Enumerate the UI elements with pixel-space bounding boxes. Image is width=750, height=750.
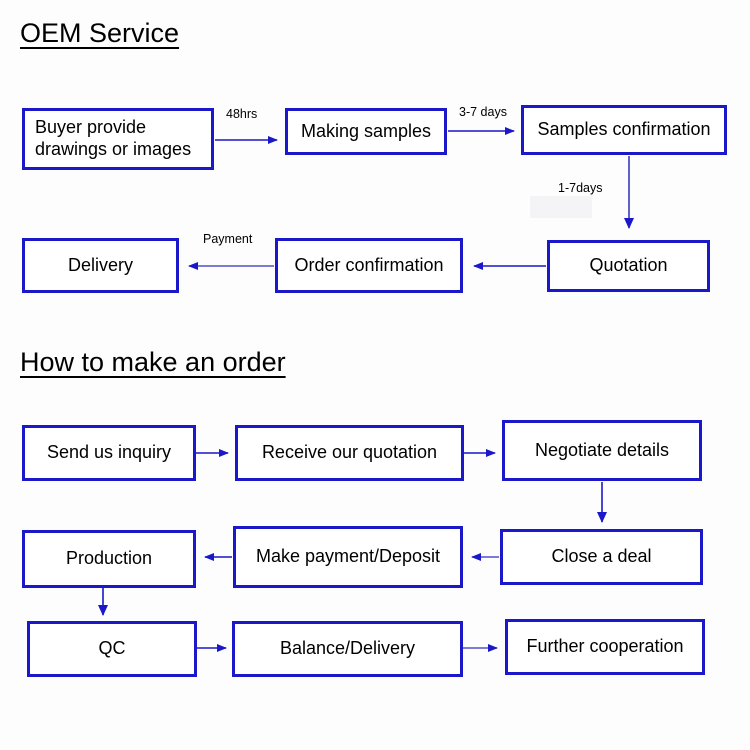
node-make-payment-deposit[interactable]: Make payment/Deposit [233,526,463,588]
node-receive-our-quotation[interactable]: Receive our quotation [235,425,464,481]
node-negotiate-details[interactable]: Negotiate details [502,420,702,481]
node-balance-delivery[interactable]: Balance/Delivery [232,621,463,677]
background-smudge [530,196,592,218]
node-send-us-inquiry[interactable]: Send us inquiry [22,425,196,481]
node-order-confirmation[interactable]: Order confirmation [275,238,463,293]
edge-label-48hrs: 48hrs [226,107,258,121]
edge-label-1-7days: 1-7days [558,181,603,195]
node-samples-confirmation[interactable]: Samples confirmation [521,105,727,155]
section-heading-oem-service: OEM Service [20,18,180,48]
node-delivery[interactable]: Delivery [22,238,179,293]
node-production[interactable]: Production [22,530,196,588]
node-further-cooperation[interactable]: Further cooperation [505,619,705,675]
edge-label-3-7-days: 3-7 days [459,105,507,119]
node-close-a-deal[interactable]: Close a deal [500,529,703,585]
node-qc[interactable]: QC [27,621,197,677]
node-label-line1: Buyer provide [35,117,147,138]
node-making-samples[interactable]: Making samples [285,108,447,155]
section-heading-how-to-make-an-order: How to make an order [20,347,286,377]
edge-label-payment: Payment [203,232,253,246]
node-buyer-provide-drawings[interactable]: Buyer provide drawings or images [22,108,214,170]
node-label-line2: drawings or images [35,139,192,159]
node-quotation[interactable]: Quotation [547,240,710,292]
